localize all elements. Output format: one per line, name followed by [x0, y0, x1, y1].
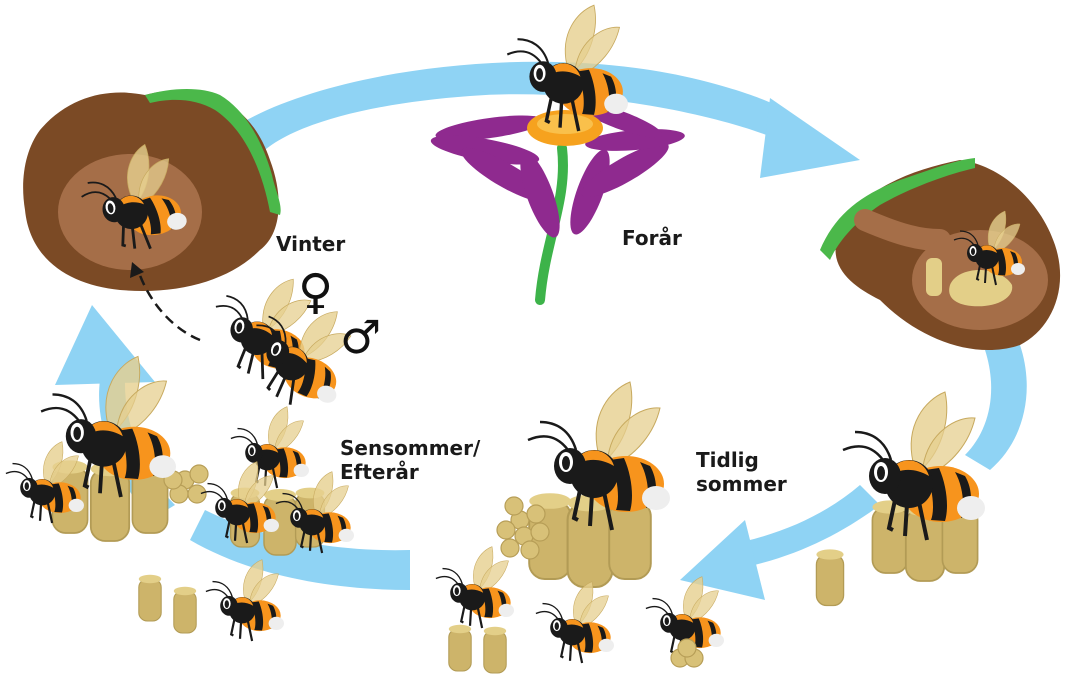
- label-sensommer-efteraar: Sensommer/ Efterår: [340, 436, 480, 484]
- early-summer-colony: [816, 392, 985, 606]
- label-tidlig-line2: sommer: [696, 472, 787, 496]
- label-sensommer-line2: Efterår: [340, 460, 480, 484]
- spring-flower: [429, 5, 686, 300]
- female-symbol-icon: ♀: [298, 266, 333, 318]
- male-symbol-icon: ♂: [340, 312, 381, 362]
- label-sensommer-line1: Sensommer/: [340, 436, 480, 460]
- arrow-winter-to-spring: [230, 62, 800, 160]
- label-foraar: Forår: [622, 226, 682, 250]
- arrow-head-spring: [760, 98, 860, 178]
- summer-colony: [436, 382, 724, 673]
- label-tidlig-line1: Tidlig: [696, 448, 787, 472]
- label-vinter: Vinter: [276, 232, 345, 256]
- spring-nest: [820, 158, 1060, 350]
- winter-burrow: [23, 89, 281, 340]
- late-summer-colony: [6, 356, 354, 641]
- arrow-spring-to-summer: [965, 345, 1027, 470]
- label-tidlig-sommer: Tidlig sommer: [696, 448, 787, 496]
